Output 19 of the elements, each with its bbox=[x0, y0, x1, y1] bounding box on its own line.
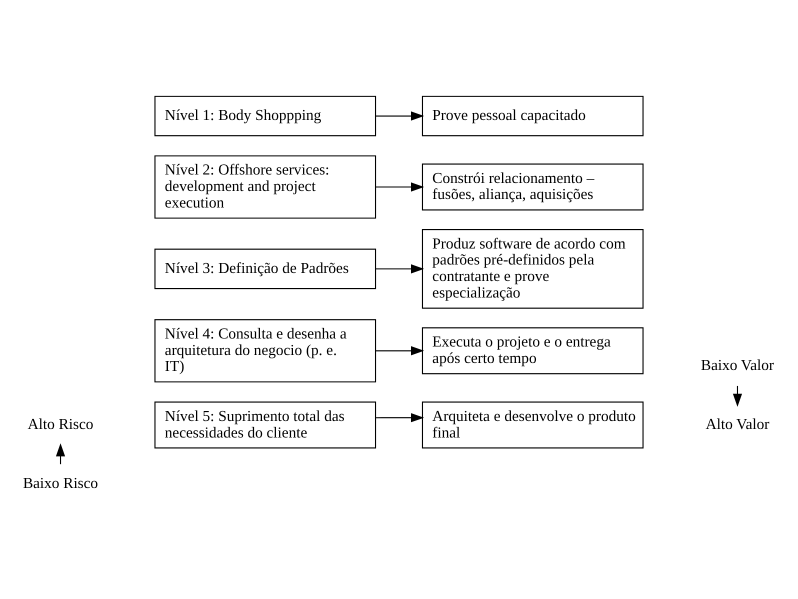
node-text: Baixo Valor bbox=[700, 356, 774, 374]
arrow bbox=[376, 346, 424, 355]
node-text: Alto Risco bbox=[28, 416, 94, 433]
arrow bbox=[376, 264, 424, 273]
node-box: Arquiteta e desenvolve o produto final bbox=[422, 401, 644, 448]
arrow bbox=[376, 412, 424, 422]
arrow bbox=[376, 182, 424, 192]
node-text: Baixo Risco bbox=[22, 474, 98, 492]
node-box: Nível 2: Offshore services: development and project execution bbox=[154, 154, 376, 218]
node-box: Executa o projeto e o entrega após certo tempo bbox=[422, 326, 644, 374]
node-box: Nível 4: Consulta e desenha a arquitetura do negocio (p. e. IT) bbox=[154, 318, 376, 382]
arrow bbox=[376, 110, 424, 120]
node-box: Prove pessoal capacitado bbox=[422, 95, 644, 136]
node-text: Alto Valor bbox=[706, 416, 770, 433]
node-box: Nível 5: Suprimento total das necessidades do cliente bbox=[154, 401, 376, 448]
node-box: Nível 1: Body Shoppping bbox=[154, 95, 376, 136]
node-box: Constrói relacionamento – fusões, aliança, aquisições bbox=[422, 163, 644, 210]
node-box: Nível 3: Definição de Padrões bbox=[154, 248, 376, 289]
node-box: Produz software de acordo com padrões pré-definidos pela contratante e prove especialização bbox=[422, 228, 644, 308]
